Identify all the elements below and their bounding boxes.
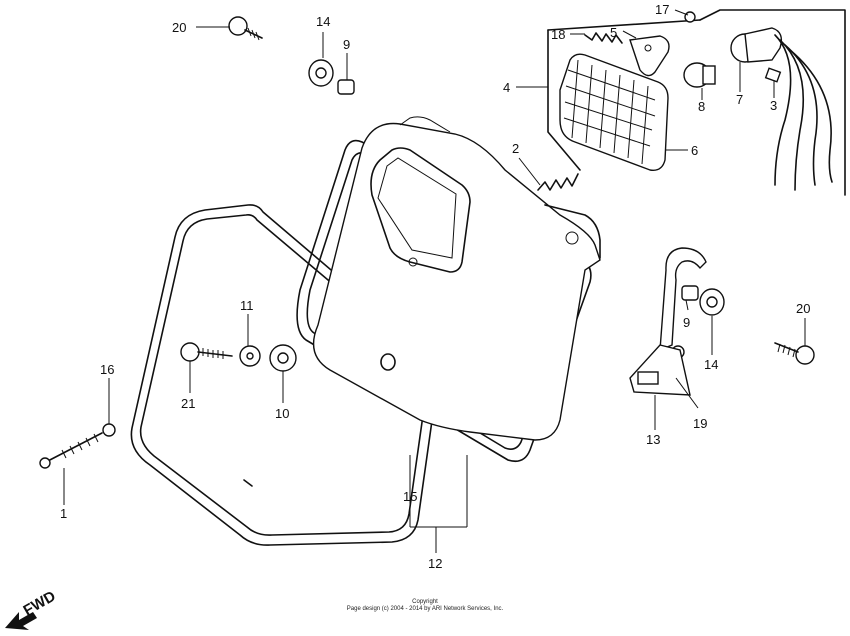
- spring-18: [584, 32, 623, 44]
- callout-12: 12: [428, 556, 442, 571]
- copyright-line-2: Page design (c) 2004 - 2014 by ARI Netwo…: [346, 606, 504, 612]
- callout-16: 16: [100, 362, 114, 377]
- lamp-bracket: [629, 35, 670, 77]
- callout-21: 21: [181, 396, 195, 411]
- copyright-notice: Copyright Page design (c) 2004 - 2014 by…: [0, 599, 850, 613]
- copyright-line-1: Copyright: [412, 599, 438, 605]
- callout-labels: 20 14 9 17 18 5 4 2 6 8 7 3 9 14 20 19 1…: [60, 2, 810, 571]
- callout-2: 2: [512, 141, 519, 156]
- callout-6: 6: [691, 143, 698, 158]
- callout-11: 11: [240, 298, 254, 313]
- leader-lines: [63, 9, 806, 553]
- housing-body: [312, 116, 601, 441]
- callout-13: 13: [646, 432, 660, 447]
- callout-5: 5: [610, 25, 617, 40]
- callout-18: 18: [551, 27, 565, 42]
- callout-20-right: 20: [796, 301, 810, 316]
- callout-8: 8: [698, 99, 705, 114]
- callout-4: 4: [503, 80, 510, 95]
- callout-14-top: 14: [316, 14, 330, 29]
- fwd-arrow-icon: FWD: [5, 588, 59, 630]
- callout-20-top: 20: [172, 20, 186, 35]
- callout-10: 10: [275, 406, 289, 421]
- small-parts: [39, 11, 815, 469]
- lamp-lens: [547, 19, 701, 171]
- callout-17: 17: [655, 2, 669, 17]
- callout-3: 3: [770, 98, 777, 113]
- callout-15: 15: [403, 489, 417, 504]
- callout-9-top: 9: [343, 37, 350, 52]
- bulb-8: [683, 62, 716, 88]
- callout-7: 7: [736, 92, 743, 107]
- callout-9-right: 9: [683, 315, 690, 330]
- bracket-13: [629, 247, 707, 396]
- callout-19: 19: [693, 416, 707, 431]
- socket-7: [699, 9, 846, 196]
- callout-1: 1: [60, 506, 67, 521]
- callout-14-right: 14: [704, 357, 718, 372]
